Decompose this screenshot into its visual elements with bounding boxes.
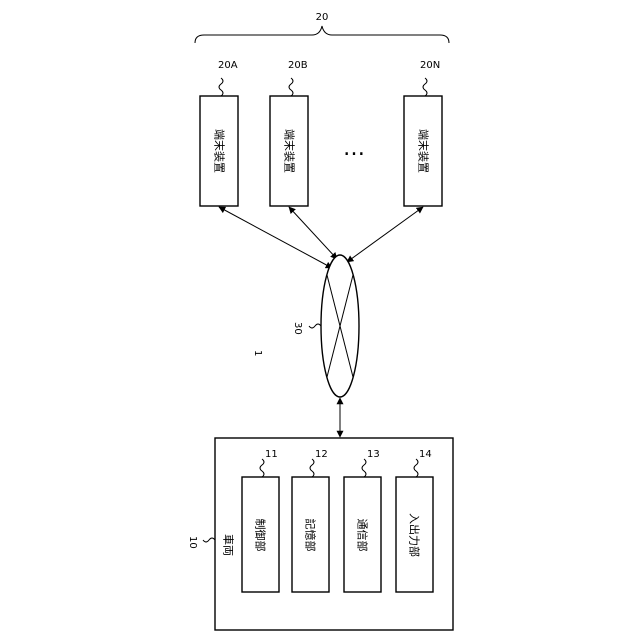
network: 30 [292,255,359,397]
terminal-device-b: 端末装置 20B [270,60,308,206]
io-unit-ref: 14 [419,449,432,460]
terminal-device-a-label: 端末装置 [213,129,227,173]
link-terminal-b-network [289,207,337,259]
link-terminal-a-network [219,207,332,268]
io-unit-label: 入出力部 [408,513,422,557]
terminal-device-b-label: 端末装置 [283,129,297,173]
network-ref: 30 [292,322,303,335]
communication-unit-label: 通信部 [356,519,370,552]
system-ref: 1 [252,350,263,356]
communication-unit-ref: 13 [367,449,380,460]
terminal-device-n-label: 端末装置 [417,129,431,173]
terminal-group-brace [195,26,449,43]
control-unit-label: 制御部 [254,519,268,552]
terminal-ellipsis: … [343,136,365,161]
terminal-device-n: 端末装置 20N [404,60,442,206]
control-unit-ref: 11 [265,449,278,460]
terminal-device-b-ref: 20B [288,60,308,71]
terminal-group-ref: 20 [316,12,329,23]
terminal-device-a: 端末装置 20A [200,60,238,206]
storage-unit-ref: 12 [315,449,328,460]
storage-unit-label: 記憶部 [304,519,318,552]
vehicle-ref: 10 [187,536,198,549]
vehicle-label: 車両 [222,534,236,556]
link-terminal-n-network [347,207,423,262]
terminal-device-n-ref: 20N [420,60,440,71]
terminal-device-a-ref: 20A [218,60,238,71]
